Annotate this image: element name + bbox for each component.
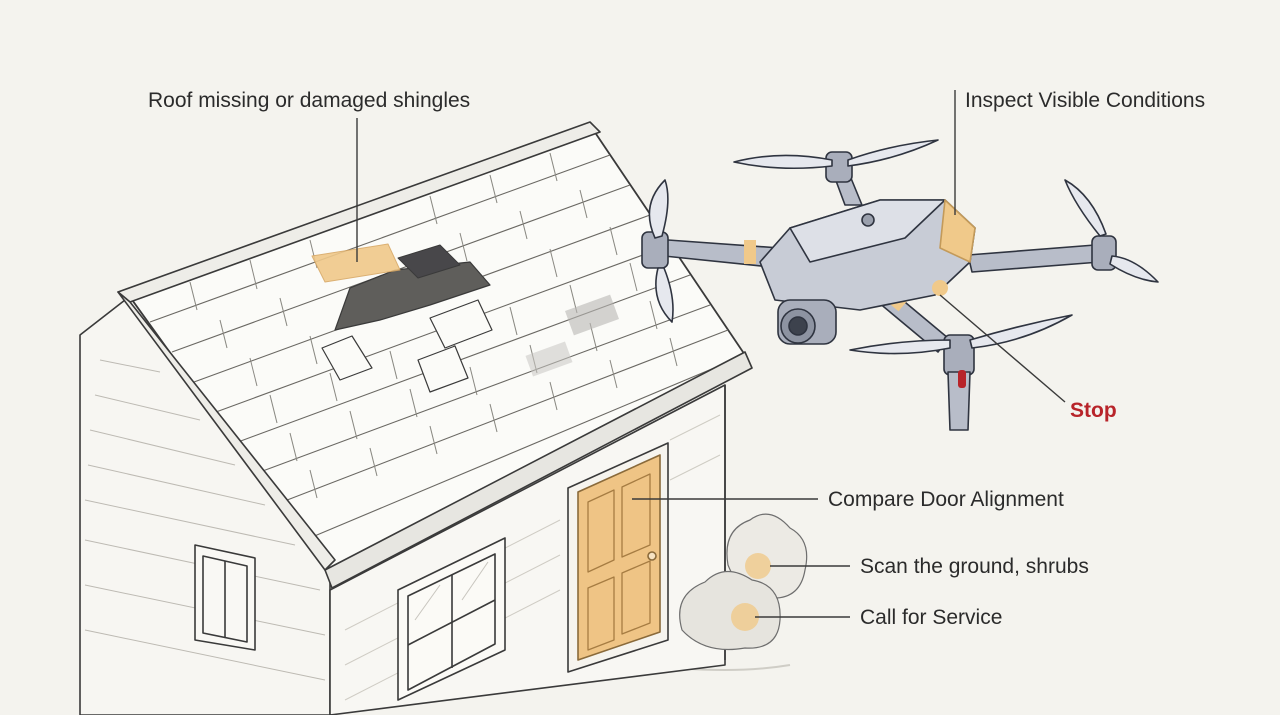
stain-patch [565,294,619,336]
loose-shingle [417,345,469,393]
drone-rear-highlight [939,199,976,263]
propeller-front-left [648,179,674,323]
missing-shingle-gap [397,244,461,279]
callout-scan-ground: Scan the ground, shrubs [860,555,1089,578]
rake-trim [117,291,336,571]
leader-lines [356,90,1066,618]
callout-stop: Stop [1070,399,1117,422]
damage-highlight [311,243,401,283]
callout-door-alignment: Compare Door Alignment [828,488,1064,511]
camera-lens [788,316,808,336]
shrub-highlight [745,553,771,579]
drone-top-panel [789,199,946,263]
drone [641,139,1159,431]
status-light [958,370,966,388]
shingle-joints [189,152,678,499]
callout-roof-damage: Roof missing or damaged shingles [148,89,471,112]
drone-sensor-highlight [932,280,948,296]
side-window [194,544,256,651]
arm-band [744,240,756,264]
loose-shingle [321,335,373,381]
propeller-front-right [849,314,1073,355]
door [567,442,669,673]
drone-arm-rear-right [967,244,1101,273]
front-window [397,537,506,701]
exposed-decking [334,261,491,331]
shrub-front [679,570,781,651]
shrubs [679,513,808,651]
callout-inspect-conditions: Inspect Visible Conditions [965,89,1206,112]
roof [117,121,753,589]
shingle-courses [149,154,746,541]
shrub-highlight [731,603,759,631]
propeller-rear-left [733,139,939,170]
house [79,299,726,715]
callout-call-service: Call for Service [860,606,1003,629]
stain-patch [525,341,573,377]
gutter [324,351,753,589]
drone-sensor [861,213,875,227]
leader-stop [939,294,1066,403]
propeller-rear-right [1064,179,1159,283]
loose-shingle [429,299,493,349]
